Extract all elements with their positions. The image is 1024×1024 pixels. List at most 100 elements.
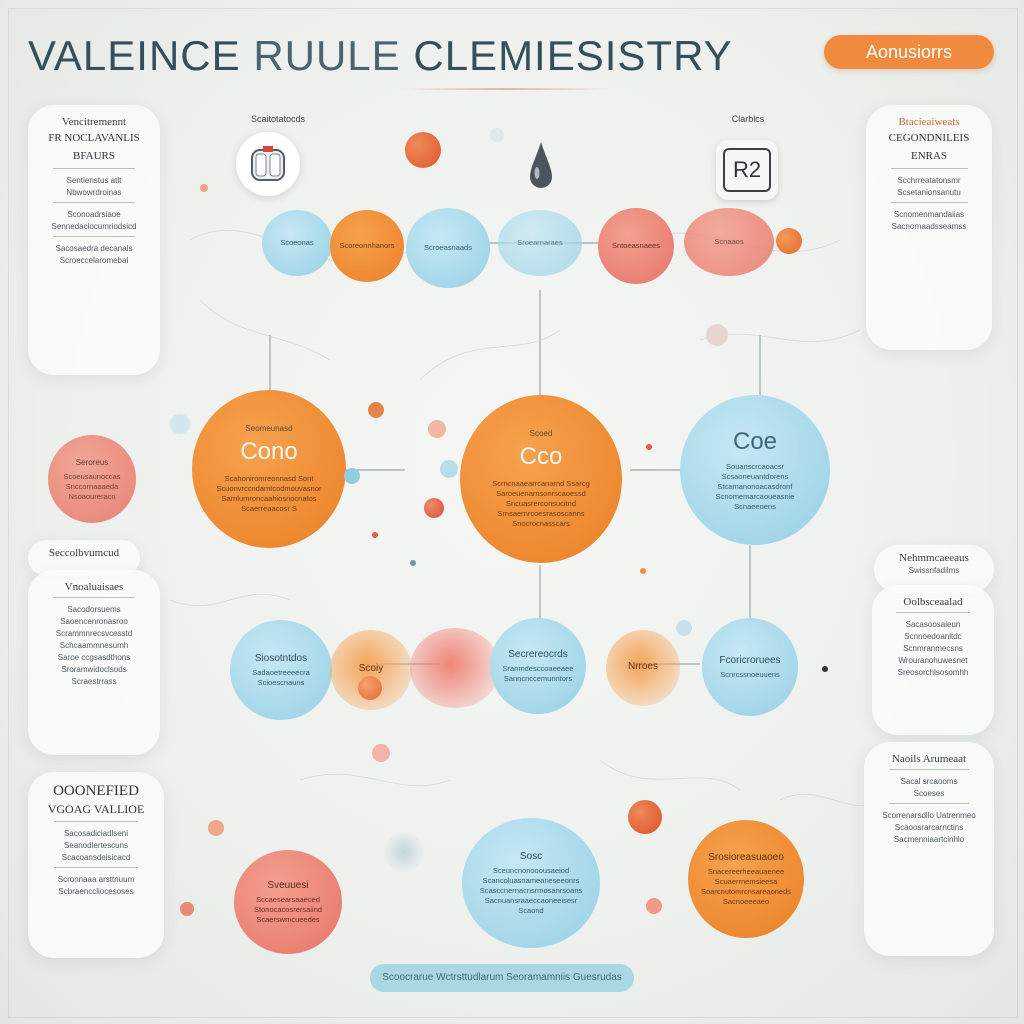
panel-line: Scacoansdeisicacd: [61, 853, 131, 862]
panel-line: Saoencenronasroo: [60, 617, 128, 626]
panel-line: Scnnoedoanltdc: [904, 632, 962, 641]
left-panel-4: OOONEFIED VGOAG VALLIOE Sacosadiciadlsen…: [28, 772, 164, 958]
big-node-right: Coe Souanscrcaoacsr Scsaoneuantdorens St…: [680, 395, 830, 545]
connector: [599, 759, 741, 791]
node-caption: Seomeunasd: [245, 424, 293, 433]
panel-line: Sconoadrsiaoe: [67, 210, 121, 219]
node-label: Scnaaos: [714, 237, 744, 246]
panel-divider: [890, 202, 968, 203]
panel-line: Sennedaclocumriodsicd: [51, 222, 137, 231]
atom-dot: [490, 128, 504, 142]
right-panel-4: Naoils Arumeaat Sacal srcaooms Scoeses S…: [864, 742, 994, 956]
panel-line: Sacasoosaieun: [905, 620, 961, 629]
mid-node-4: Secrereocrds Sranmdesccoaeeaee Sanncncce…: [490, 618, 586, 714]
top-node-3: Scroeasnaads: [406, 208, 490, 288]
top-node-5: Sntoeasnaees: [598, 208, 674, 284]
panel-line: Scroeccelaromebal: [59, 256, 129, 265]
panel-heading: Btacieaiweats: [898, 116, 960, 128]
panel-line: Scaoosrarcarnctins: [894, 823, 964, 832]
atom-dot: [200, 184, 208, 192]
panel-line: Sacnornaadsseamss: [891, 222, 967, 231]
atom-dot: [628, 800, 662, 834]
panel-heading: Nehmmcaeeaus: [899, 552, 969, 564]
panel-line: Sacodorsuems: [67, 605, 121, 614]
mid-node-1: Siosotntdos Sadaoetreeeecra Scioescnauns: [230, 620, 332, 720]
node-description: Souanscrcaoacsr Scsaoneuantdorens Stcama…: [715, 462, 795, 511]
atom-dot: [646, 898, 662, 914]
panel-divider: [54, 867, 138, 868]
node-description: Sceuncnonooousaeiod Scancoluasnameanesee…: [479, 865, 583, 915]
atom-dot: [170, 414, 190, 434]
atom-dot: [428, 420, 446, 438]
side-node-left: Seroreus Scoeusaunoccas Snccornaaaeda Ns…: [48, 435, 136, 523]
connector: [169, 593, 291, 607]
node-title: Siosotntdos: [254, 652, 308, 664]
panel-subheading: CEGONDNILEIS ENRAS: [888, 132, 970, 162]
node-description: Sadaoetreeeecra Scioescnauns: [252, 667, 310, 687]
node-description: Scnrcssnoeuuens: [720, 669, 780, 679]
panel-divider: [895, 612, 971, 613]
page-title: VALEINCE RUULE CLEMIESISTRY: [28, 28, 748, 84]
panel-line: Sacmenniaartcinhlo: [893, 835, 965, 844]
panel-divider: [54, 821, 138, 822]
element-card-icon: R2: [716, 140, 778, 200]
connector: [199, 299, 331, 361]
drop-icon: [528, 140, 554, 190]
atom-dot: [410, 560, 416, 566]
panel-line: Scrammnrecsvcesstd: [55, 629, 133, 638]
node-label: Sroearnaraes: [517, 238, 563, 247]
panel-line: Schcaammnesumh: [59, 641, 129, 650]
atom-dot: [344, 468, 360, 484]
top-node-2: Scoreonnhanors: [330, 210, 404, 282]
big-node-left: Seomeunasd Cono Scahoniromreonnasd Sont …: [192, 390, 346, 548]
panel-divider: [53, 597, 135, 598]
panel-divider: [53, 236, 135, 237]
mid-node-5: Nrroes: [606, 630, 680, 706]
icon-tag-left: Scaitotatocds: [250, 114, 306, 124]
mid-node-3: [410, 628, 500, 708]
panel-line: Sacal srcaooms: [900, 777, 958, 786]
top-node-6: Scnaaos: [684, 208, 774, 276]
atom-dot: [424, 498, 444, 518]
title-word-1: VALEINCE: [28, 32, 241, 79]
atom-dot: [822, 666, 828, 672]
panel-heading: Naoils Arumeaat: [891, 753, 967, 765]
atom-dot: [440, 460, 458, 478]
node-description: Sccaesearsaaeced Stonocacosrersaiind Sca…: [254, 894, 322, 924]
panel-divider: [53, 168, 135, 169]
atom-dot: [776, 228, 802, 254]
node-label: Scroeasnaads: [424, 243, 472, 252]
panel-line: Scnmranmecsns: [903, 644, 963, 653]
node-title: Secrereocrds: [508, 648, 568, 660]
panel-subheading: VGOAG VALLIOE: [47, 802, 145, 816]
node-symbol: Cco: [519, 443, 563, 470]
panel-divider: [890, 168, 968, 169]
element-card-label: R2: [732, 157, 762, 182]
top-node-1: Scoeonas: [262, 210, 332, 276]
node-caption: Scoed: [529, 429, 553, 438]
top-pill-button[interactable]: Aonusiorrs: [824, 35, 994, 69]
panel-heading: Vencitremennt: [61, 116, 127, 128]
title-underline: [400, 88, 610, 90]
panel-line: Sentienstus atlt: [66, 176, 122, 185]
atom-dot: [372, 532, 378, 538]
panel-line: Scsetanionsanutu: [897, 188, 961, 197]
node-description: Sranmdesccoaeeaee Sanncnccemunntors: [502, 663, 574, 683]
panel-line: Wrouranohuwesnet: [898, 656, 968, 665]
node-title: Srosioreasuaoeo: [708, 851, 784, 863]
atom-dot: [358, 676, 382, 700]
flask-icon: [236, 132, 300, 196]
atom-dot: [384, 832, 424, 872]
node-title: Sveuuesi: [267, 879, 309, 891]
title-word-2: RUULE: [253, 32, 401, 79]
panel-line: Nbwowrdroinas: [66, 188, 122, 197]
bottom-banner: Scoocrarue Wctrsttudlarum Seoramamniis G…: [370, 964, 634, 992]
atom-dot: [706, 324, 728, 346]
connector: [419, 329, 561, 381]
node-symbol: Coe: [732, 428, 778, 455]
panel-line: Scchrreatatonsmr: [897, 176, 961, 185]
panel-divider: [889, 769, 969, 770]
mid-node-6: Fcoricroruees Scnrcssnoeuuens: [702, 618, 798, 716]
bottom-node-center: Sosc Sceuncnonooousaeiod Scancoluasnamea…: [462, 818, 600, 948]
